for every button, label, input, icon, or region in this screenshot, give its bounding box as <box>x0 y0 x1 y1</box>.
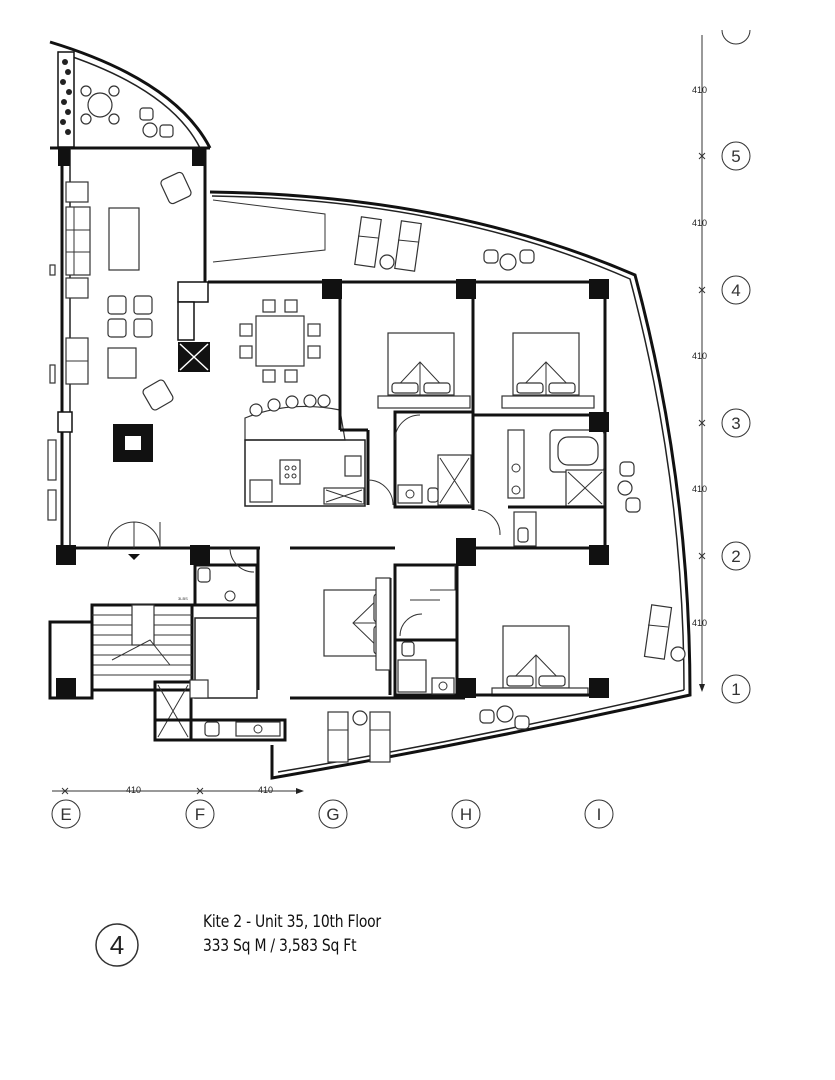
dimension-label: 410 <box>692 351 707 361</box>
entry-marker <box>128 554 140 560</box>
column <box>192 148 206 166</box>
column <box>56 545 76 565</box>
grid-row-bubble: 5 <box>721 141 751 171</box>
balcony-rail <box>57 51 201 149</box>
bathroom-1 <box>393 410 475 509</box>
balcony-outline <box>49 40 212 149</box>
terrace-chairs-east <box>617 461 641 513</box>
column <box>322 279 342 299</box>
grid-col-bubble: I <box>584 799 614 829</box>
column <box>177 281 209 303</box>
grid-row-bubble: 3 <box>721 408 751 438</box>
living-furniture <box>65 171 192 462</box>
kitchen-counter <box>244 394 366 507</box>
grid-row-bubble: 2 <box>721 541 751 571</box>
dining-table <box>239 299 321 383</box>
adjacent-unit-edge <box>47 264 57 521</box>
svg-text:G: G <box>326 805 339 824</box>
column <box>58 148 70 166</box>
dimension-label: 410 <box>692 85 707 95</box>
dimension-label: 410 <box>692 218 707 228</box>
column <box>456 678 476 698</box>
grid-col-bubble: H <box>451 799 481 829</box>
svg-text:H: H <box>460 805 472 824</box>
svg-text:5: 5 <box>731 147 740 166</box>
svg-text:1: 1 <box>731 680 740 699</box>
column <box>589 545 609 565</box>
column <box>190 545 210 565</box>
bed <box>501 332 595 409</box>
svg-text:E: E <box>60 805 71 824</box>
column <box>589 678 609 698</box>
grid-col-bubble: G <box>318 799 348 829</box>
horizontal-dimension <box>52 787 304 795</box>
svg-text:4: 4 <box>110 930 124 960</box>
stair-label: 3LBS <box>178 596 188 601</box>
door-swing <box>367 479 394 506</box>
unit-caption: Kite 2 - Unit 35, 10th Floor 333 Sq M / … <box>203 910 381 958</box>
column <box>57 411 73 433</box>
plan-number-bubble: 4 <box>95 923 139 967</box>
unit-title: Kite 2 - Unit 35, 10th Floor <box>203 912 381 932</box>
column <box>456 279 476 299</box>
planter-foliage <box>60 59 72 135</box>
grid-col-bubble: F <box>185 799 215 829</box>
vertical-dimension <box>698 35 706 692</box>
bed <box>377 332 471 409</box>
bed <box>491 625 589 697</box>
balcony-table <box>80 85 174 138</box>
grid-row-bubble: 4 <box>721 275 751 305</box>
dimension-label: 410 <box>126 785 141 795</box>
grid-col-bubble: E <box>51 799 81 829</box>
grid-bubble-partial <box>721 29 751 45</box>
svg-text:2: 2 <box>731 547 740 566</box>
partition <box>177 301 195 341</box>
entry-door <box>107 521 161 549</box>
bed <box>323 577 391 671</box>
grid-row-bubble: 1 <box>721 674 751 704</box>
svg-text:3: 3 <box>731 414 740 433</box>
duct-cross <box>179 343 209 371</box>
bathroom-2 <box>473 412 609 547</box>
service-core <box>48 547 287 742</box>
terrace-outline <box>209 190 692 780</box>
svg-text:I: I <box>597 805 602 824</box>
bathroom-3 <box>393 563 459 697</box>
dimension-label: 410 <box>692 484 707 494</box>
dimension-label: 410 <box>692 618 707 628</box>
terrace-loungers-south <box>327 604 686 763</box>
unit-area: 333 Sq M / 3,583 Sq Ft <box>203 936 357 956</box>
svg-text:F: F <box>195 805 205 824</box>
terrace-outline-inner <box>211 195 685 691</box>
dimension-label: 410 <box>258 785 273 795</box>
terrace-loungers-north <box>212 199 535 272</box>
svg-text:4: 4 <box>731 281 740 300</box>
column <box>456 538 476 566</box>
door-swing <box>477 509 501 536</box>
